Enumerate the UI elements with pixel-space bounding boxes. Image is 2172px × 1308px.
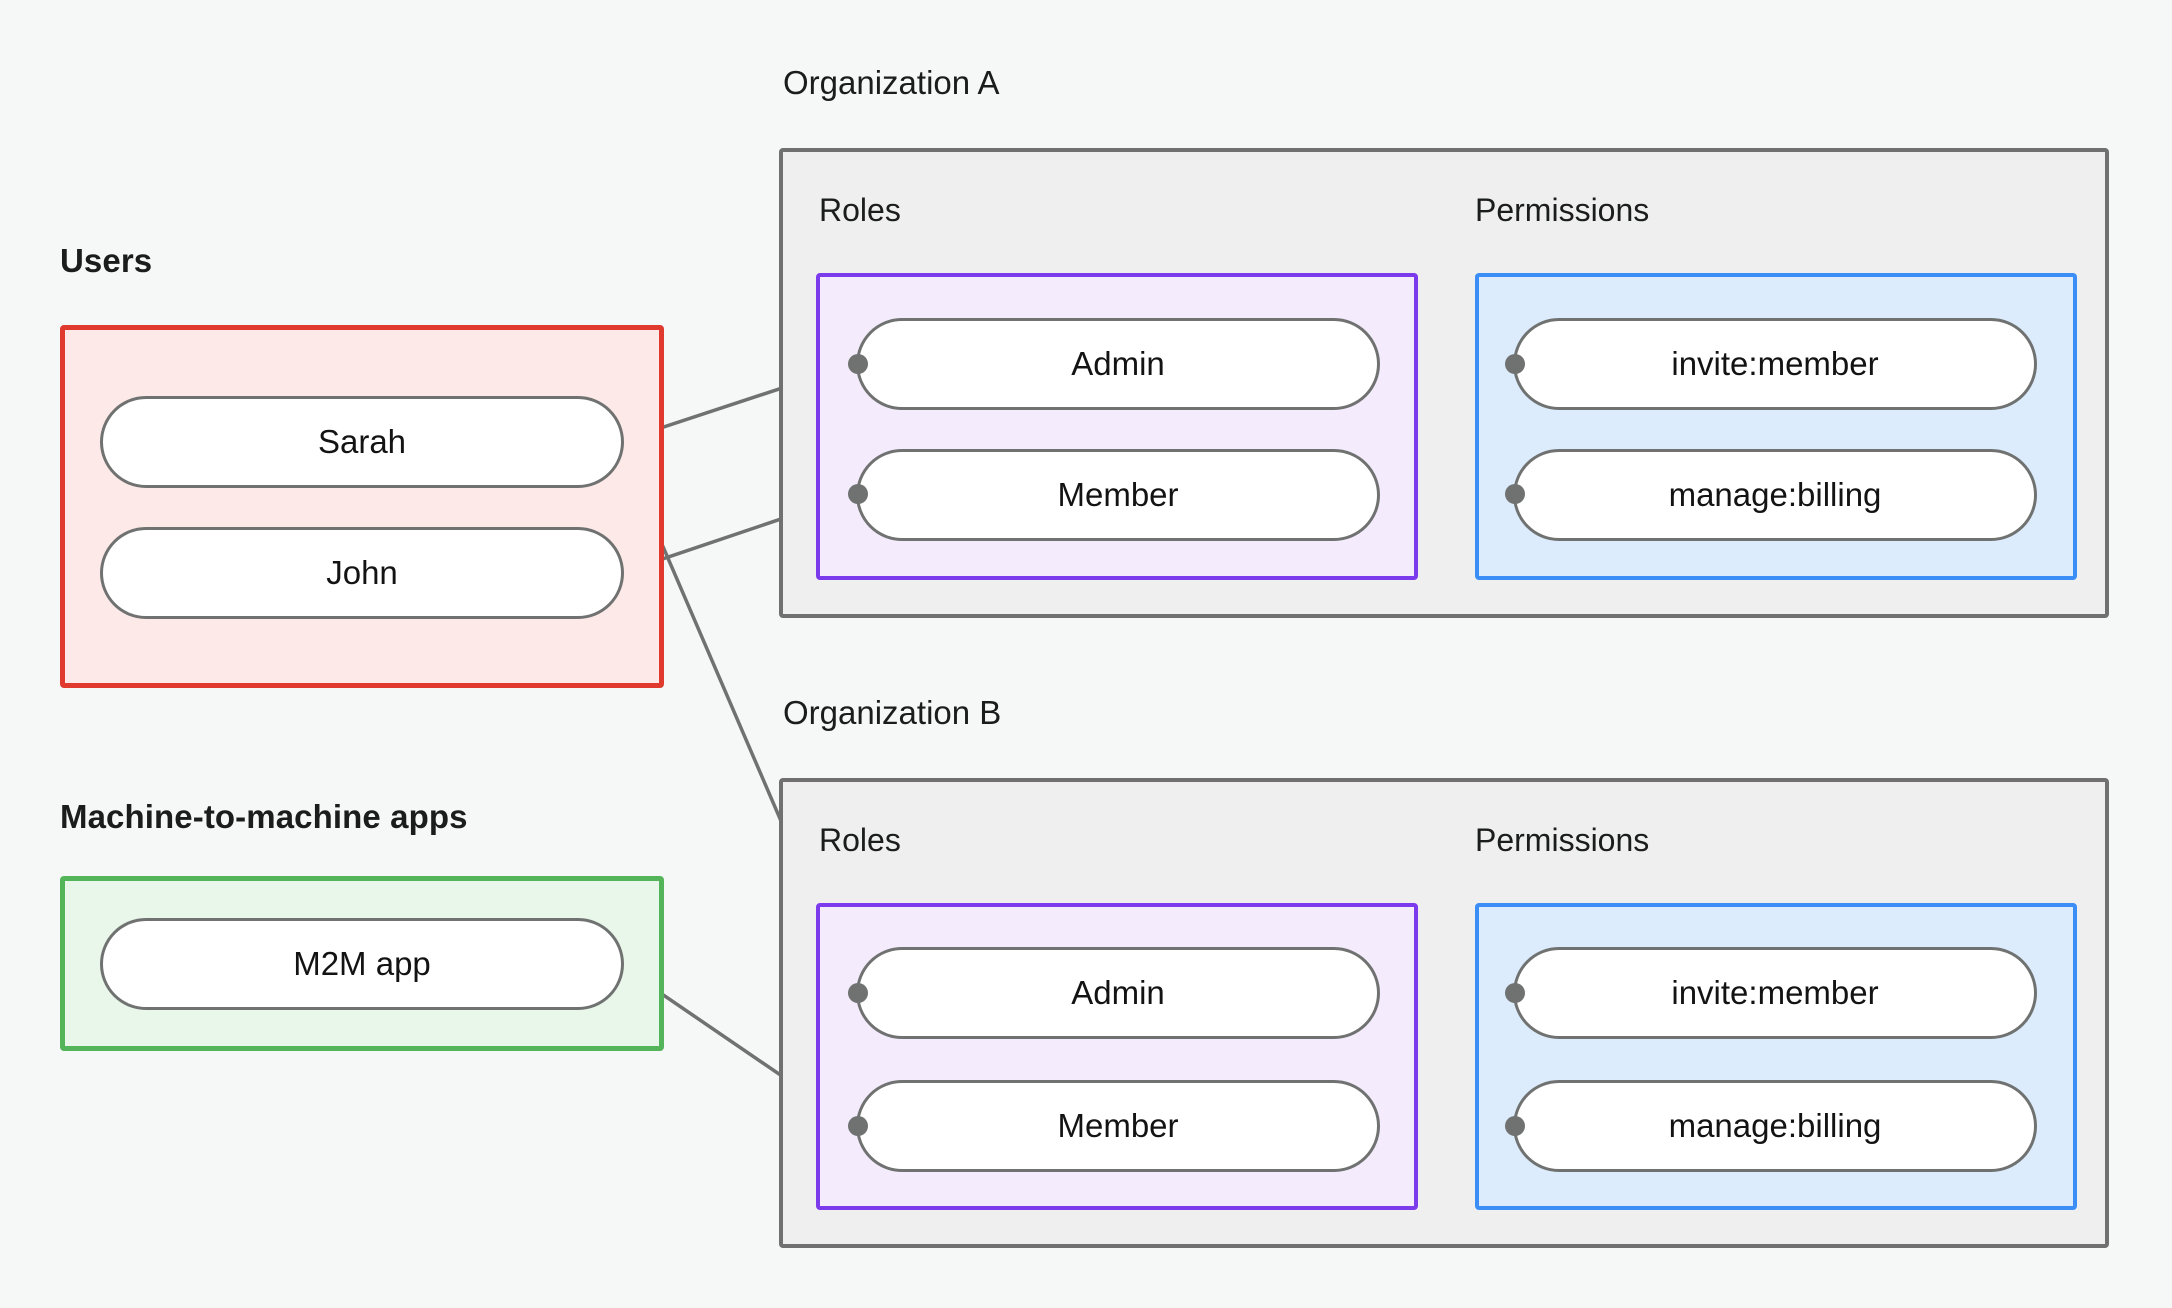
user-node-sarah-label: Sarah xyxy=(317,423,407,460)
user-node-john[interactable]: John xyxy=(100,527,624,619)
organization-b-role-member-label: Member xyxy=(1057,1107,1179,1144)
organization-b-roles-label: Roles xyxy=(819,822,901,858)
organization-b-permissions-label: Permissions xyxy=(1475,822,1650,858)
m2m-group-label: Machine-to-machine apps xyxy=(60,798,468,835)
organization-a-roles-label: Roles xyxy=(819,192,901,228)
m2m-node-app-label: M2M app xyxy=(293,945,431,982)
organization-b-permission-manage-billing[interactable]: manage:billing xyxy=(1513,1080,2037,1172)
users-container xyxy=(60,325,664,688)
organization-b-permission-invite-member[interactable]: invite:member xyxy=(1513,947,2037,1039)
organization-a-permissions-label: Permissions xyxy=(1475,192,1650,228)
organization-b-role-admin[interactable]: Admin xyxy=(856,947,1380,1039)
organization-a-label: Organization A xyxy=(783,64,1000,101)
organization-b-label: Organization B xyxy=(783,694,1002,731)
organization-a-permission-invite-member[interactable]: invite:member xyxy=(1513,318,2037,410)
organization-b-role-admin-label: Admin xyxy=(1071,974,1165,1011)
m2m-node-app[interactable]: M2M app xyxy=(100,918,624,1010)
organization-a-role-member[interactable]: Member xyxy=(856,449,1380,541)
organization-a-role-member-label: Member xyxy=(1057,476,1179,513)
organization-a-role-admin[interactable]: Admin xyxy=(856,318,1380,410)
user-node-john-label: John xyxy=(326,554,398,591)
organization-a-permission-invite-member-label: invite:member xyxy=(1671,345,1879,382)
organization-a-permission-manage-billing-label: manage:billing xyxy=(1668,476,1882,513)
users-group-label: Users xyxy=(60,242,153,279)
organization-a-role-admin-label: Admin xyxy=(1071,345,1165,382)
organization-b-role-member[interactable]: Member xyxy=(856,1080,1380,1172)
organization-b-permission-manage-billing-label: manage:billing xyxy=(1668,1107,1882,1144)
organization-a-permission-manage-billing[interactable]: manage:billing xyxy=(1513,449,2037,541)
user-node-sarah[interactable]: Sarah xyxy=(100,396,624,488)
organization-b-permission-invite-member-label: invite:member xyxy=(1671,974,1879,1011)
